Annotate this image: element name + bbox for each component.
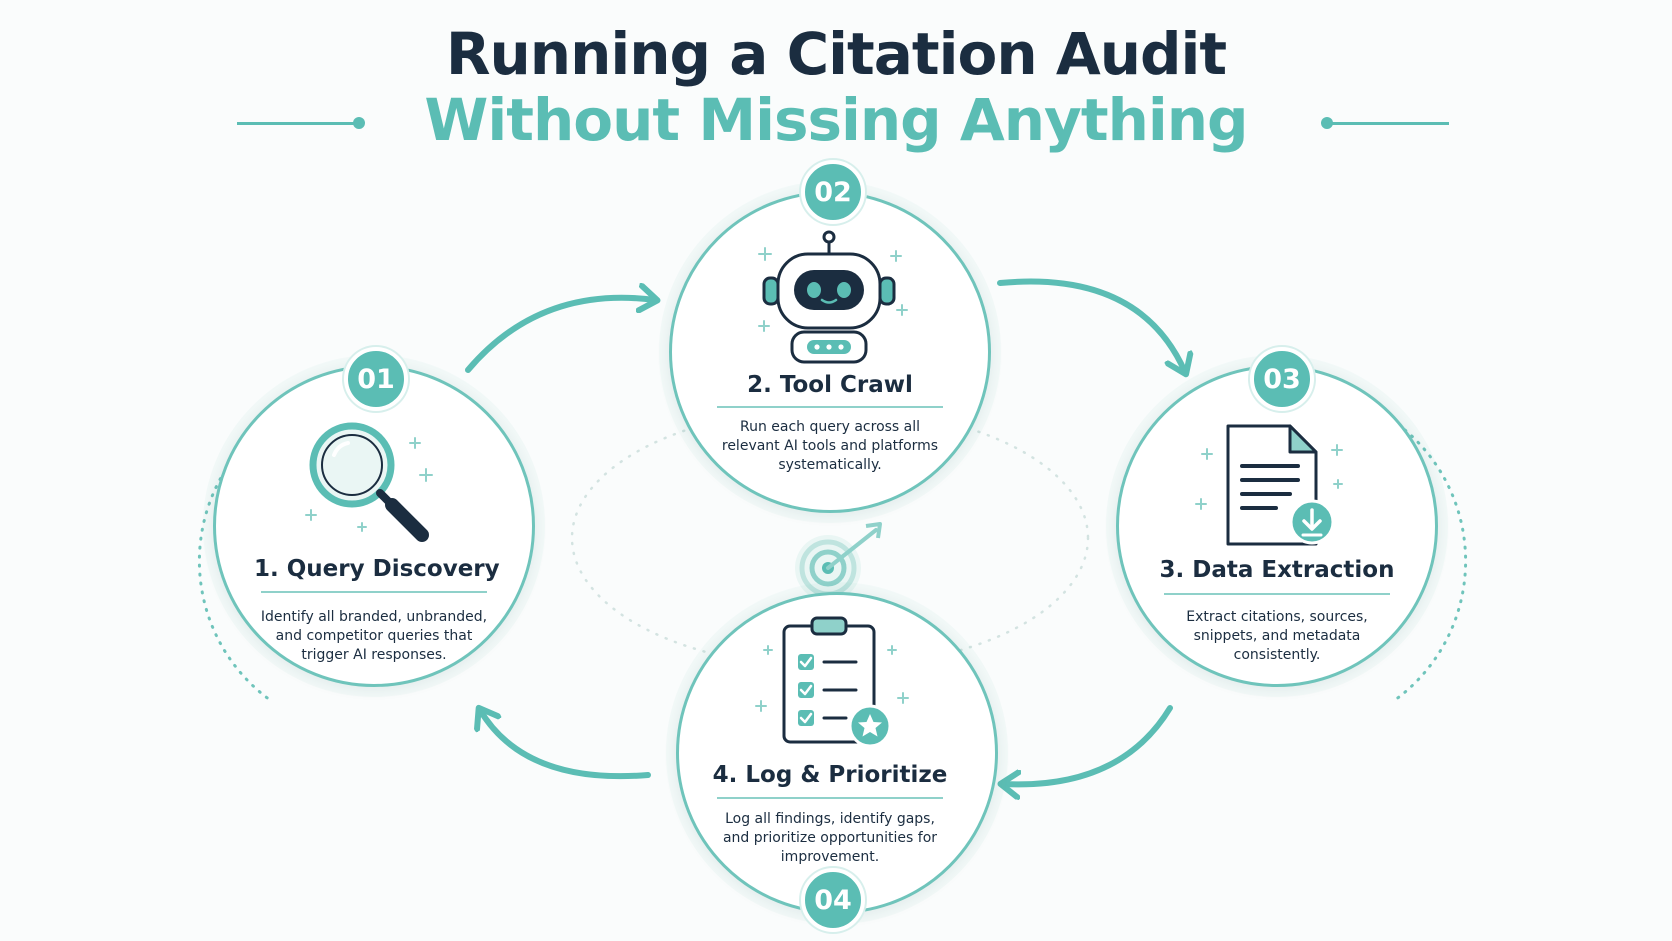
- step-3-description: Extract citations, sources, snippets, an…: [1186, 609, 1368, 663]
- step-4-title: 4. Log & Prioritize: [712, 762, 948, 788]
- outer-dotted-arc-right: [1393, 428, 1468, 702]
- step-4-badge: 04: [801, 868, 865, 932]
- step-1-badge: 01: [344, 347, 408, 411]
- step-4-description: Log all findings, identify gaps, and pri…: [722, 811, 938, 865]
- step-4-divider: [717, 797, 943, 799]
- title-divider-right-dot: [1321, 117, 1333, 129]
- sparkle-icons: [758, 247, 908, 332]
- step-2-badge: 02: [801, 160, 865, 224]
- step-3-badge: 03: [1250, 347, 1314, 411]
- clipboard-checklist-icon: [755, 616, 909, 748]
- title-divider-right: [1329, 122, 1449, 125]
- step-3-title: 3. Data Extraction: [1159, 557, 1395, 583]
- arrow-step3-to-step4: [1003, 705, 1173, 784]
- page-title: Running a Citation Audit: [445, 20, 1227, 88]
- magnifying-glass-icon: [305, 422, 433, 542]
- robot-icon: [762, 230, 896, 364]
- step-1-card: [213, 365, 535, 687]
- arrow-step2-to-step3: [997, 278, 1185, 372]
- step-2-title: 2. Tool Crawl: [747, 372, 913, 398]
- page-subtitle: Without Missing Anything: [424, 86, 1248, 154]
- document-download-icon: [1195, 424, 1343, 546]
- arrow-step1-to-step2: [465, 298, 655, 373]
- step-2-divider: [717, 406, 943, 408]
- arrow-step4-to-step1: [480, 710, 651, 780]
- title-divider-left: [237, 122, 357, 125]
- step-1-description: Identify all branded, unbranded, and com…: [260, 609, 488, 663]
- step-3-divider: [1164, 593, 1390, 595]
- title-divider-left-dot: [353, 117, 365, 129]
- target-icon: [795, 522, 882, 598]
- step-1-divider: [261, 591, 487, 593]
- step-1-title: 1. Query Discovery: [254, 556, 500, 582]
- step-2-description: Run each query across all relevant AI to…: [721, 419, 939, 473]
